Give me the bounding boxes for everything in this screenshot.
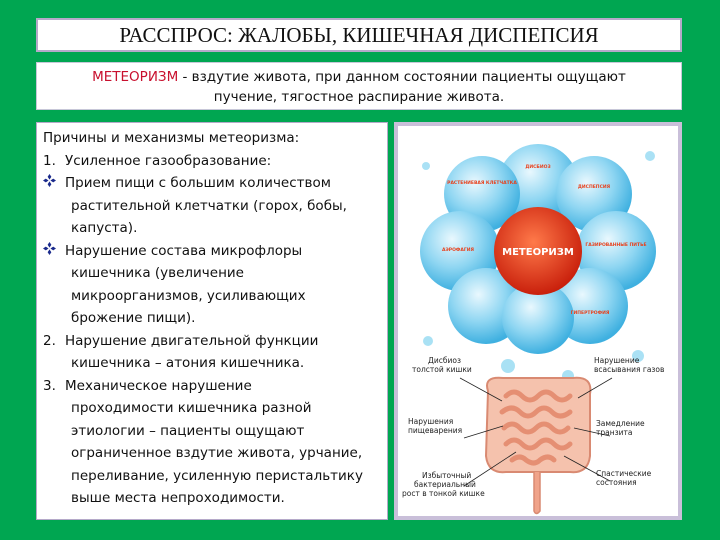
cause-item-text: этиологии – пациенты ощущают xyxy=(71,422,305,439)
cause-bubbles xyxy=(420,144,656,354)
list-number: 3. xyxy=(43,377,56,394)
list-number: 1. xyxy=(43,152,56,169)
definition-term: МЕТЕОРИЗМ xyxy=(92,69,179,85)
label-dysbiosis-1: Дисбиоз xyxy=(428,356,461,365)
cause-bullet-1: Прием пищи с большим количеством xyxy=(43,172,381,195)
cause-bullet-2: Нарушение состава микрофлоры xyxy=(43,240,381,263)
cause-item-1: 1. Усиленное газообразование: xyxy=(43,150,381,173)
slide-title-box: РАССПРОС: ЖАЛОБЫ, КИШЕЧНАЯ ДИСПЕПСИЯ xyxy=(36,18,682,52)
label-overgrowth-2: бактериальный xyxy=(414,480,476,489)
meteorism-diagram: РАСТЕНИЕВАЯ КЛЕТЧАТКА ДИСБИОЗ ДИСПЕПСИЯ … xyxy=(402,144,664,515)
bullet-text: микроорганизмов, усиливающих xyxy=(71,287,306,304)
causes-heading: Причины и механизмы метеоризма: xyxy=(43,130,300,146)
label-transit-1: Замедление xyxy=(596,419,645,428)
bubble-captions: РАСТЕНИЕВАЯ КЛЕТЧАТКА ДИСБИОЗ ДИСПЕПСИЯ … xyxy=(442,164,647,316)
bubble-caption: ГИПЕРТРОФИЯ xyxy=(571,310,610,316)
label-transit-2: транзита xyxy=(596,428,632,437)
center-label: МЕТЕОРИЗМ xyxy=(502,247,574,258)
definition-line-1: МЕТЕОРИЗМ - вздутие живота, при данном с… xyxy=(37,67,681,87)
bullet-text: капуста). xyxy=(71,220,138,236)
cause-item-3: 3. Механическое нарушение xyxy=(43,375,381,398)
list-number: 2. xyxy=(43,332,56,349)
definition-line-2: пучение, тягостное распирание живота. xyxy=(213,89,505,105)
label-dysbiosis-2: толстой кишки xyxy=(412,365,472,374)
bubble-caption: РАСТЕНИЕВАЯ КЛЕТЧАТКА xyxy=(447,180,517,186)
leader-lines xyxy=(459,377,613,487)
label-spastic-2: состояния xyxy=(596,478,637,487)
bullet-text: растительной клетчатки (горох, бобы, xyxy=(71,197,347,214)
cause-item-text: ограниченное вздутие живота, урчание, xyxy=(71,445,363,461)
bubble xyxy=(502,282,574,354)
label-overgrowth-3: рост в тонкой кишке xyxy=(402,489,485,498)
intestine-illustration xyxy=(484,376,592,515)
bubble-caption: ГАЗИРОВАННЫЕ ПИТЬЕ xyxy=(585,242,646,248)
bullet-text: кишечника (увеличение xyxy=(71,265,244,281)
slide-title: РАССПРОС: ЖАЛОБЫ, КИШЕЧНАЯ ДИСПЕПСИЯ xyxy=(119,22,599,47)
definition-text: - вздутие живота, при данном состоянии п… xyxy=(178,69,626,85)
label-spastic-1: Спастические xyxy=(596,469,652,478)
cause-item-text: Усиленное газообразование: xyxy=(65,152,272,169)
cause-item-text: выше места непроходимости. xyxy=(71,490,285,506)
causes-panel: Причины и механизмы метеоризма: 1. Усиле… xyxy=(36,122,388,520)
cause-item-2: 2. Нарушение двигательной функции xyxy=(43,330,381,353)
diamond-bullet-icon xyxy=(43,240,65,263)
bullet-text: Прием пищи с большим количеством xyxy=(65,175,331,191)
label-absorption-2: всасывания газов xyxy=(594,365,664,374)
label-absorption-1: Нарушение xyxy=(594,356,640,365)
mechanism-labels: Дисбиоз толстой кишки Нарушение всасыван… xyxy=(402,356,664,498)
bubble-caption: ДИСПЕПСИЯ xyxy=(578,184,611,190)
cause-item-text: проходимости кишечника разной xyxy=(71,400,312,416)
cause-item-text: Механическое нарушение xyxy=(65,377,252,394)
label-digestion-2: пищеварения xyxy=(408,426,462,435)
definition-box: МЕТЕОРИЗМ - вздутие живота, при данном с… xyxy=(36,62,682,110)
diamond-bullet-icon xyxy=(43,172,65,195)
cause-item-text: Нарушение двигательной функции xyxy=(65,332,319,349)
label-overgrowth-1: Избыточный xyxy=(422,471,471,480)
meteorism-center-circle xyxy=(494,207,582,295)
bubble-caption: ДИСБИОЗ xyxy=(525,164,550,170)
cause-item-text: переливание, усиленную перистальтику xyxy=(71,467,363,484)
bullet-text: Нарушение состава микрофлоры xyxy=(65,242,303,259)
label-digestion-1: Нарушения xyxy=(408,417,453,426)
meteorism-diagram-panel: РАСТЕНИЕВАЯ КЛЕТЧАТКА ДИСБИОЗ ДИСПЕПСИЯ … xyxy=(394,122,682,520)
bubble-caption: АЭРОФАГИЯ xyxy=(442,247,474,253)
cause-item-text: кишечника – атония кишечника. xyxy=(71,355,305,371)
bullet-text: брожение пищи). xyxy=(71,310,196,326)
